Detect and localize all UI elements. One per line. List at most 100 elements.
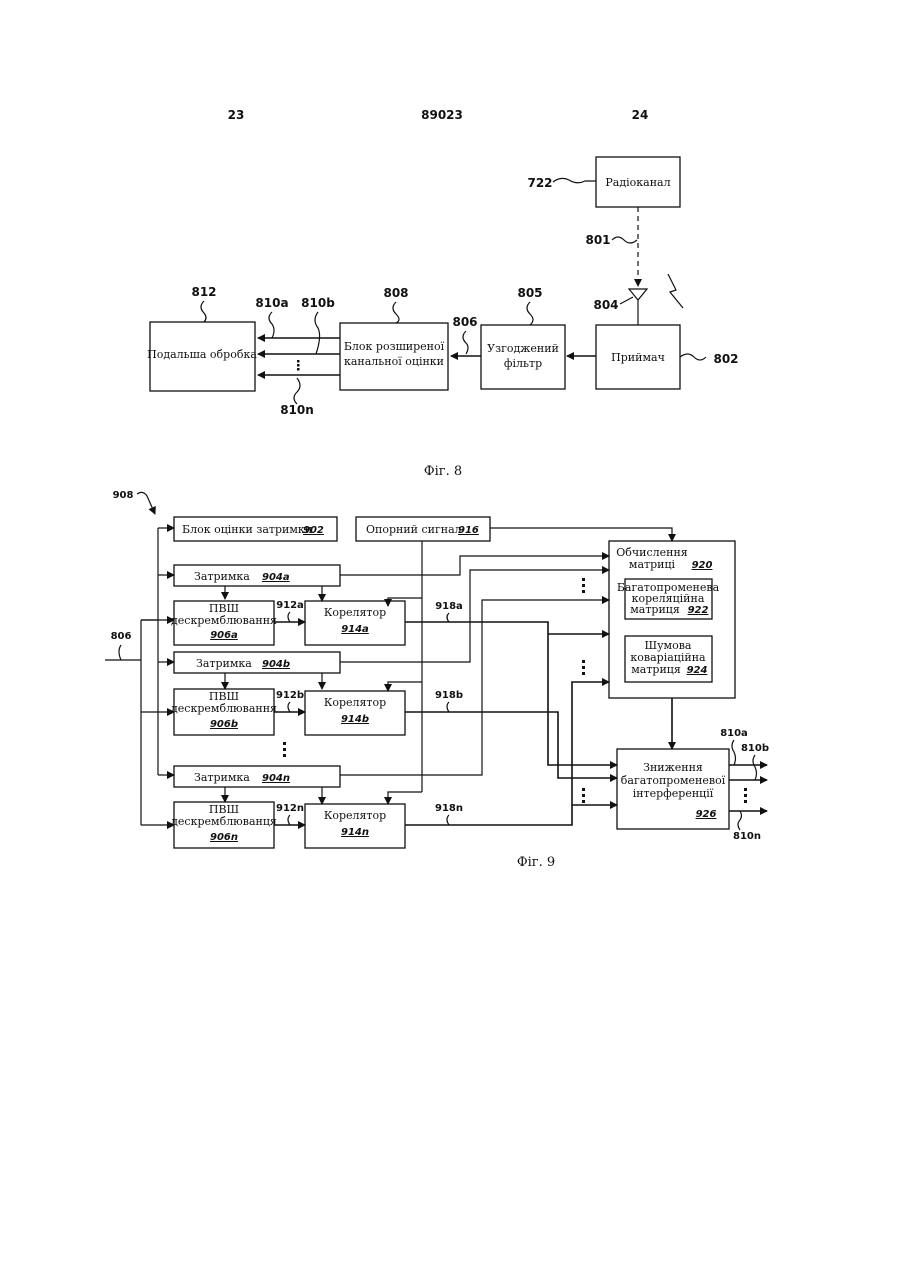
descrambler-906n-line2: дескремблюванця xyxy=(171,815,277,828)
leader-804 xyxy=(620,297,633,304)
ref-924: 924 xyxy=(687,665,708,676)
ref-810a: 810a xyxy=(255,296,288,310)
leader-912b xyxy=(288,702,290,712)
ref-810a-fig9: 810a xyxy=(720,728,748,739)
ref-to-914b xyxy=(388,682,422,691)
descrambler-906a-line2: дескремблювання xyxy=(171,614,277,627)
ref-810b: 810b xyxy=(301,296,335,310)
leader-805 xyxy=(527,302,533,325)
ref-906n: 906n xyxy=(210,832,238,843)
ref-906a: 906a xyxy=(210,630,238,641)
mpi-input-ellipsis xyxy=(582,788,585,803)
noise-cov-line3: матриця xyxy=(631,663,681,676)
leader-802 xyxy=(680,354,706,360)
leader-912a xyxy=(288,612,290,622)
radio-channel-label: Радіоканал xyxy=(605,176,670,189)
914b-output xyxy=(405,712,617,778)
ref-914b: 914b xyxy=(341,714,369,725)
leader-918n xyxy=(447,815,449,825)
wireless-signal-icon xyxy=(668,274,683,308)
leader-908 xyxy=(137,492,155,514)
leader-722 xyxy=(553,178,596,182)
leader-810a-fig9 xyxy=(732,740,736,765)
matrix-input-ellipsis-1 xyxy=(582,578,585,593)
ref-908: 908 xyxy=(113,490,134,501)
antenna-icon xyxy=(629,289,647,325)
ref-810b-fig9: 810b xyxy=(741,743,769,754)
channel-estimator-line1: Блок розширеної xyxy=(344,340,445,353)
page-number-left: 23 xyxy=(228,108,245,122)
ref-to-matrix xyxy=(490,528,672,541)
ref-912n: 912n xyxy=(276,803,304,814)
channel-estimator-line2: канальної оцінки xyxy=(344,355,444,368)
ref-806: 806 xyxy=(452,315,477,329)
ref-914n: 914n xyxy=(341,827,369,838)
leader-810b-fig9 xyxy=(753,755,757,780)
delay-904n-label: Затримка xyxy=(194,771,250,784)
ref-918a: 918a xyxy=(435,601,463,612)
leader-810n xyxy=(294,378,300,404)
outputs-ellipsis xyxy=(744,788,747,803)
ref-810n-fig9: 810n xyxy=(733,831,761,842)
mpi-reduction-line2: багатопроменевої xyxy=(621,774,726,787)
ref-810n: 810n xyxy=(280,403,314,417)
ellipsis-dots xyxy=(297,360,300,371)
leader-808 xyxy=(393,302,399,323)
ref-808: 808 xyxy=(383,286,408,300)
receiver-label: Приймач xyxy=(611,351,665,364)
matrix-input-ellipsis-2 xyxy=(582,660,585,675)
leader-810b xyxy=(315,312,320,354)
matrix-calc-line2: матриці xyxy=(629,558,676,571)
descrambler-906b-line2: дескремблювання xyxy=(171,702,277,715)
correlator-914b-label: Корелятор xyxy=(324,696,386,709)
multipath-corr-line3: матриця xyxy=(630,603,680,616)
ref-904n: 904n xyxy=(262,773,290,784)
leader-806 xyxy=(463,331,468,354)
delay-904a-label: Затримка xyxy=(194,570,250,583)
leader-918a xyxy=(447,613,449,622)
figure-8: Радіоканал 722 801 804 Приймач 802 Узгод… xyxy=(147,157,738,479)
fig9-caption: Фіг. 9 xyxy=(517,855,555,870)
leader-810a xyxy=(269,312,274,338)
matched-filter-line1: Узгоджений xyxy=(487,342,559,355)
leader-810n-fig9 xyxy=(738,811,742,830)
ref-805: 805 xyxy=(517,286,542,300)
mpi-reduction-line3: інтерференції xyxy=(633,787,714,800)
delay-n-to-920 xyxy=(340,600,609,775)
ref-812: 812 xyxy=(191,285,216,299)
ref-926: 926 xyxy=(696,809,717,820)
ref-914a: 914a xyxy=(341,624,369,635)
ref-to-914n xyxy=(388,792,422,804)
ref-912a: 912a xyxy=(276,600,304,611)
fig8-caption: Фіг. 8 xyxy=(424,464,462,479)
mpi-reduction-line1: Зниження xyxy=(643,761,703,774)
ref-904b: 904b xyxy=(262,659,290,670)
ref-806-fig9: 806 xyxy=(111,631,132,642)
rows-ellipsis xyxy=(283,742,286,757)
leader-812 xyxy=(201,301,206,322)
document-number: 89023 xyxy=(421,108,463,122)
ref-906b: 906b xyxy=(210,719,238,730)
figure-9: 908 806 Блок оцінки затримки 902 Опорний… xyxy=(105,490,769,870)
ref-922: 922 xyxy=(688,605,709,616)
reference-signal-label: Опорний сигнал xyxy=(366,523,462,536)
matched-filter-line2: фільтр xyxy=(504,357,542,370)
leader-806-fig9 xyxy=(119,645,121,660)
ref-902: 902 xyxy=(303,525,324,536)
delay-a-to-920 xyxy=(340,556,609,575)
delay-estimator-label: Блок оцінки затримки xyxy=(182,523,312,536)
leader-801 xyxy=(612,237,637,243)
correlator-914a-label: Корелятор xyxy=(324,606,386,619)
leader-918b xyxy=(447,702,449,712)
ref-918b: 918b xyxy=(435,690,463,701)
ref-801: 801 xyxy=(585,233,610,247)
further-processing-label: Подальша обробка xyxy=(147,348,257,361)
page-number-right: 24 xyxy=(632,108,649,122)
ref-804: 804 xyxy=(593,298,618,312)
leader-912n xyxy=(288,815,290,825)
ref-920: 920 xyxy=(692,560,713,571)
ref-918n: 918n xyxy=(435,803,463,814)
ref-802: 802 xyxy=(713,352,738,366)
ref-904a: 904a xyxy=(262,572,290,583)
